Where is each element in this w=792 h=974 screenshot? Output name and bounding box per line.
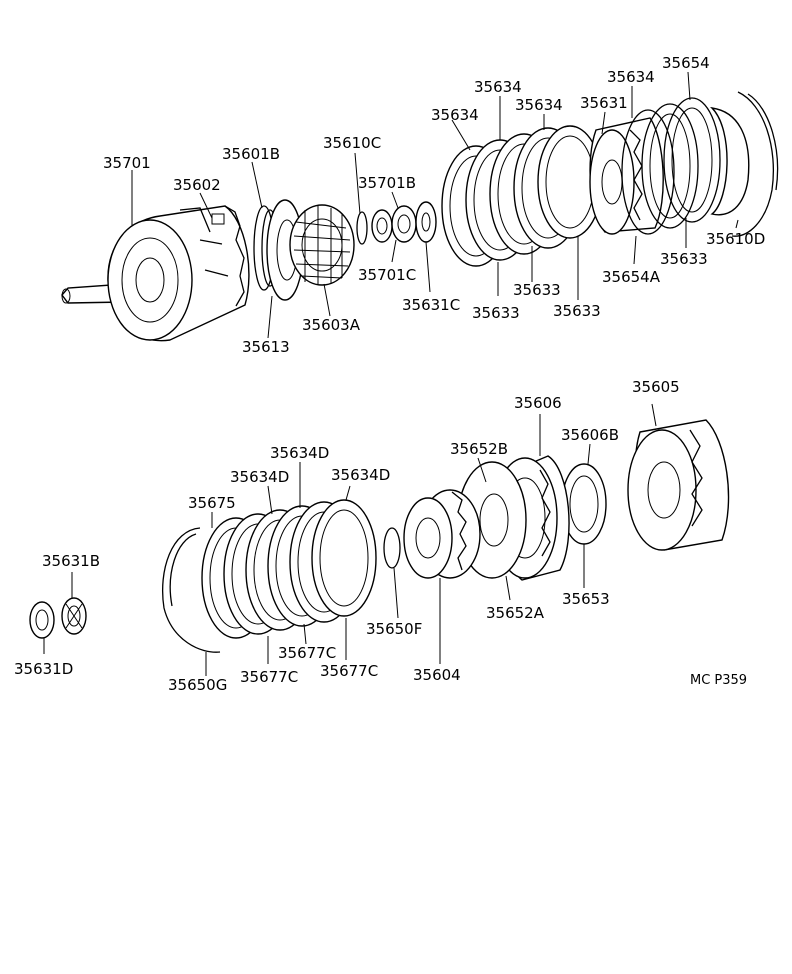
label-35606B: 35606B <box>561 426 619 444</box>
label-35633-d: 35633 <box>660 250 708 268</box>
washer-35631C <box>415 201 437 243</box>
label-35606: 35606 <box>514 394 562 412</box>
label-35610C: 35610C <box>323 134 381 152</box>
label-35634-a: 35634 <box>431 106 479 124</box>
label-35701: 35701 <box>103 154 151 172</box>
snap-ring-35610C <box>356 211 368 245</box>
label-35634-d: 35634 <box>607 68 655 86</box>
clutch-drum <box>107 205 250 342</box>
snap-ring-35610D <box>731 91 779 237</box>
label-35605: 35605 <box>632 378 680 396</box>
label-35634D-b: 35634D <box>230 468 289 486</box>
label-35653: 35653 <box>562 590 610 608</box>
label-35634-c: 35634 <box>515 96 563 114</box>
label-35650F: 35650F <box>366 620 422 638</box>
bearing-35631B <box>61 597 87 635</box>
label-35654: 35654 <box>662 54 710 72</box>
clutch-drum-35605 <box>627 419 730 551</box>
label-35633-c: 35633 <box>553 302 601 320</box>
label-35652A: 35652A <box>486 604 545 622</box>
label-35631D: 35631D <box>14 660 73 678</box>
clutch-plate-stack-top <box>441 125 603 267</box>
clutch-plate-stack-bottom <box>201 499 377 639</box>
bearing-35603A <box>289 204 355 286</box>
label-35634D-c: 35634D <box>331 466 390 484</box>
label-35633-b: 35633 <box>472 304 520 322</box>
label-35634D-a: 35634D <box>270 444 329 462</box>
part-number-labels: 35701 35602 35601B 35610C 35701B 35701C … <box>14 54 765 694</box>
snap-ring-35650F <box>383 527 401 569</box>
label-35631: 35631 <box>580 94 628 112</box>
label-35652B: 35652B <box>450 440 508 458</box>
label-35633-a: 35633 <box>513 281 561 299</box>
ring-group-right <box>621 97 750 235</box>
label-35701B: 35701B <box>358 174 416 192</box>
label-35677C-b: 35677C <box>240 668 298 686</box>
label-35604: 35604 <box>413 666 461 684</box>
leader-lines-top <box>131 71 739 339</box>
label-35701C: 35701C <box>358 266 416 284</box>
label-35677C-c: 35677C <box>320 662 378 680</box>
label-35601B: 35601B <box>222 145 280 163</box>
label-35603A: 35603A <box>302 316 361 334</box>
label-35602: 35602 <box>173 176 221 194</box>
diagram-code: MC P359 <box>690 673 747 688</box>
label-35677C-a: 35677C <box>278 644 336 662</box>
washer-35631D <box>29 601 55 639</box>
label-35631B: 35631B <box>42 552 100 570</box>
gear-35604 <box>403 489 481 579</box>
label-35654A: 35654A <box>602 268 661 286</box>
label-35613: 35613 <box>242 338 290 356</box>
label-35634-b: 35634 <box>474 78 522 96</box>
washers-35701 <box>371 205 417 243</box>
label-35610D: 35610D <box>706 230 765 248</box>
label-35631C: 35631C <box>402 296 460 314</box>
leader-lines-bottom <box>43 403 657 676</box>
snap-ring-35650G <box>162 527 221 653</box>
label-35650G: 35650G <box>168 676 227 694</box>
label-35675: 35675 <box>188 494 236 512</box>
